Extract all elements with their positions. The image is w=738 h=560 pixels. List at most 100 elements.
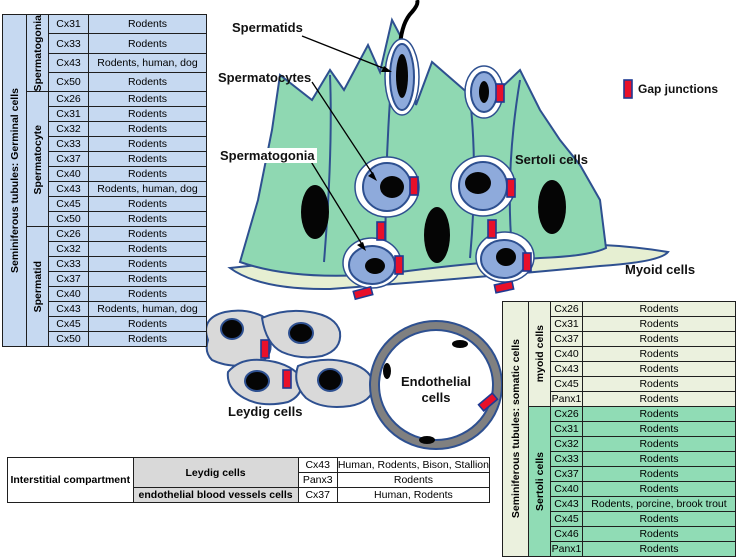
table-row: endothelial blood vessels cells Cx37 Hum… [8, 487, 491, 503]
species-cell: Rodents [582, 346, 736, 362]
species-cell: Rodents [88, 211, 207, 228]
connexin-cell: Cx33 [550, 451, 583, 467]
connexin-cell: Cx33 [48, 33, 89, 54]
spermatid-flagellum [398, 0, 420, 46]
sertoli-nucleus [301, 185, 329, 239]
legend-gap-junction-swatch [623, 79, 633, 99]
gap-junction-marker [376, 221, 386, 241]
gap-junction-marker [260, 339, 270, 359]
group-label: Spermatogonia [31, 15, 44, 92]
group-cell-spermatocyte: Spermatocyte [26, 91, 49, 228]
connexin-cell: Cx45 [550, 511, 583, 527]
species-cell: Rodents [582, 526, 736, 542]
connexin-cell: Cx26 [550, 406, 583, 422]
connexin-cell: Cx43 [48, 301, 89, 318]
table-row: Spermatocyte Cx26 Rodents [3, 91, 207, 228]
connexin-cell: Cx40 [48, 286, 89, 303]
leydig-nucleus [244, 370, 270, 392]
table-row: Interstitial compartment Leydig cells Cx… [7, 457, 491, 503]
group-label: Sertoli cells [533, 452, 546, 511]
endothelial-nucleus [419, 436, 435, 444]
group-cell-leydig: Leydig cells [132, 457, 299, 488]
gap-junction-marker [522, 252, 532, 272]
label-endothelial-line1: Endothelial [400, 374, 472, 389]
leydig-nucleus [317, 368, 343, 392]
group-label: myoid cells [533, 325, 546, 383]
species-cell: Rodents [582, 361, 736, 377]
gap-junction-marker [506, 178, 516, 198]
connexin-cell: Cx43 [48, 52, 89, 74]
spermatogonium-nucleus [496, 248, 516, 266]
connexin-cell: Cx37 [48, 151, 89, 168]
gap-junction-marker [394, 255, 404, 275]
germinal-table-title-cell: Seminiferous tubules: Germinal cells [2, 13, 27, 348]
interstitial-title-cell: Interstitial compartment [7, 457, 134, 503]
connexin-cell: Panx1 [550, 541, 583, 557]
species-cell: Rodents [88, 72, 207, 93]
species-cell: Rodents, human, dog [88, 52, 207, 74]
connexin-cell: Cx40 [48, 166, 89, 183]
species-cell: Rodents [88, 136, 207, 153]
table-row: Seminiferous tubules: somatic cells myoi… [502, 301, 736, 557]
label-endothelial-line2: cells [421, 390, 451, 405]
table-row: Seminiferous tubules: Germinal cells Spe… [2, 13, 207, 348]
gap-junction-marker [352, 286, 374, 300]
connexin-cell: Cx32 [550, 436, 583, 452]
connexin-cell: Cx37 [297, 487, 338, 503]
gap-junction-marker [493, 280, 515, 294]
species-cell: Rodents [582, 421, 736, 437]
table-row: Panx3 Rodents [8, 472, 491, 488]
species-cell: Rodents [88, 271, 207, 288]
somatic-table-title: Seminiferous tubules: somatic cells [509, 339, 522, 519]
connexin-cell: Cx31 [48, 13, 89, 35]
species-cell: Human, Rodents [336, 487, 491, 503]
connexin-cell: Cx43 [297, 457, 338, 473]
species-cell: Rodents [88, 241, 207, 258]
species-cell: Rodents [582, 451, 736, 467]
species-cell: Rodents [582, 511, 736, 527]
connexin-cell: Cx45 [48, 196, 89, 213]
connexin-cell: Cx50 [48, 331, 89, 348]
gap-junction-marker [495, 83, 505, 103]
species-cell: Rodents [582, 406, 736, 422]
spermatid-nucleus [479, 81, 489, 103]
species-cell: Rodents [582, 376, 736, 392]
connexin-cell: Cx37 [48, 271, 89, 288]
species-cell: Rodents [88, 106, 207, 123]
species-cell: Rodents [88, 121, 207, 138]
connexin-cell: Cx43 [48, 181, 89, 198]
connexin-cell: Cx37 [550, 466, 583, 482]
group-cell-spermatid: Spermatid [26, 226, 49, 348]
leydig-nucleus [288, 322, 314, 344]
pointer-arrows [301, 35, 392, 251]
germinal-cells-table: Seminiferous tubules: Germinal cells Spe… [2, 13, 207, 348]
species-cell: Rodents [582, 331, 736, 347]
table-row: Sertoli cells Cx26 Rodents [502, 406, 736, 557]
species-cell: Rodents [582, 541, 736, 557]
species-cell: Rodents [88, 13, 207, 35]
connexin-cell: Cx37 [550, 331, 583, 347]
connexin-cell: Cx31 [550, 421, 583, 437]
connexin-cell: Cx32 [48, 121, 89, 138]
group-cell-spermatogonia: Spermatogonia [26, 13, 49, 93]
gap-junction-marker [282, 369, 292, 389]
leydig-cell-cluster [205, 309, 376, 408]
group-cell-myoid: myoid cells [528, 301, 551, 407]
endothelial-nucleus [452, 340, 468, 348]
connexin-cell: Cx40 [550, 346, 583, 362]
connexin-cell: Cx26 [48, 91, 89, 108]
species-cell: Rodents [582, 391, 736, 407]
species-cell: Rodents, porcine, brook trout [582, 496, 736, 512]
species-cell: Rodents [88, 286, 207, 303]
table-row: Spermatid Cx26 Rodents [3, 226, 207, 348]
